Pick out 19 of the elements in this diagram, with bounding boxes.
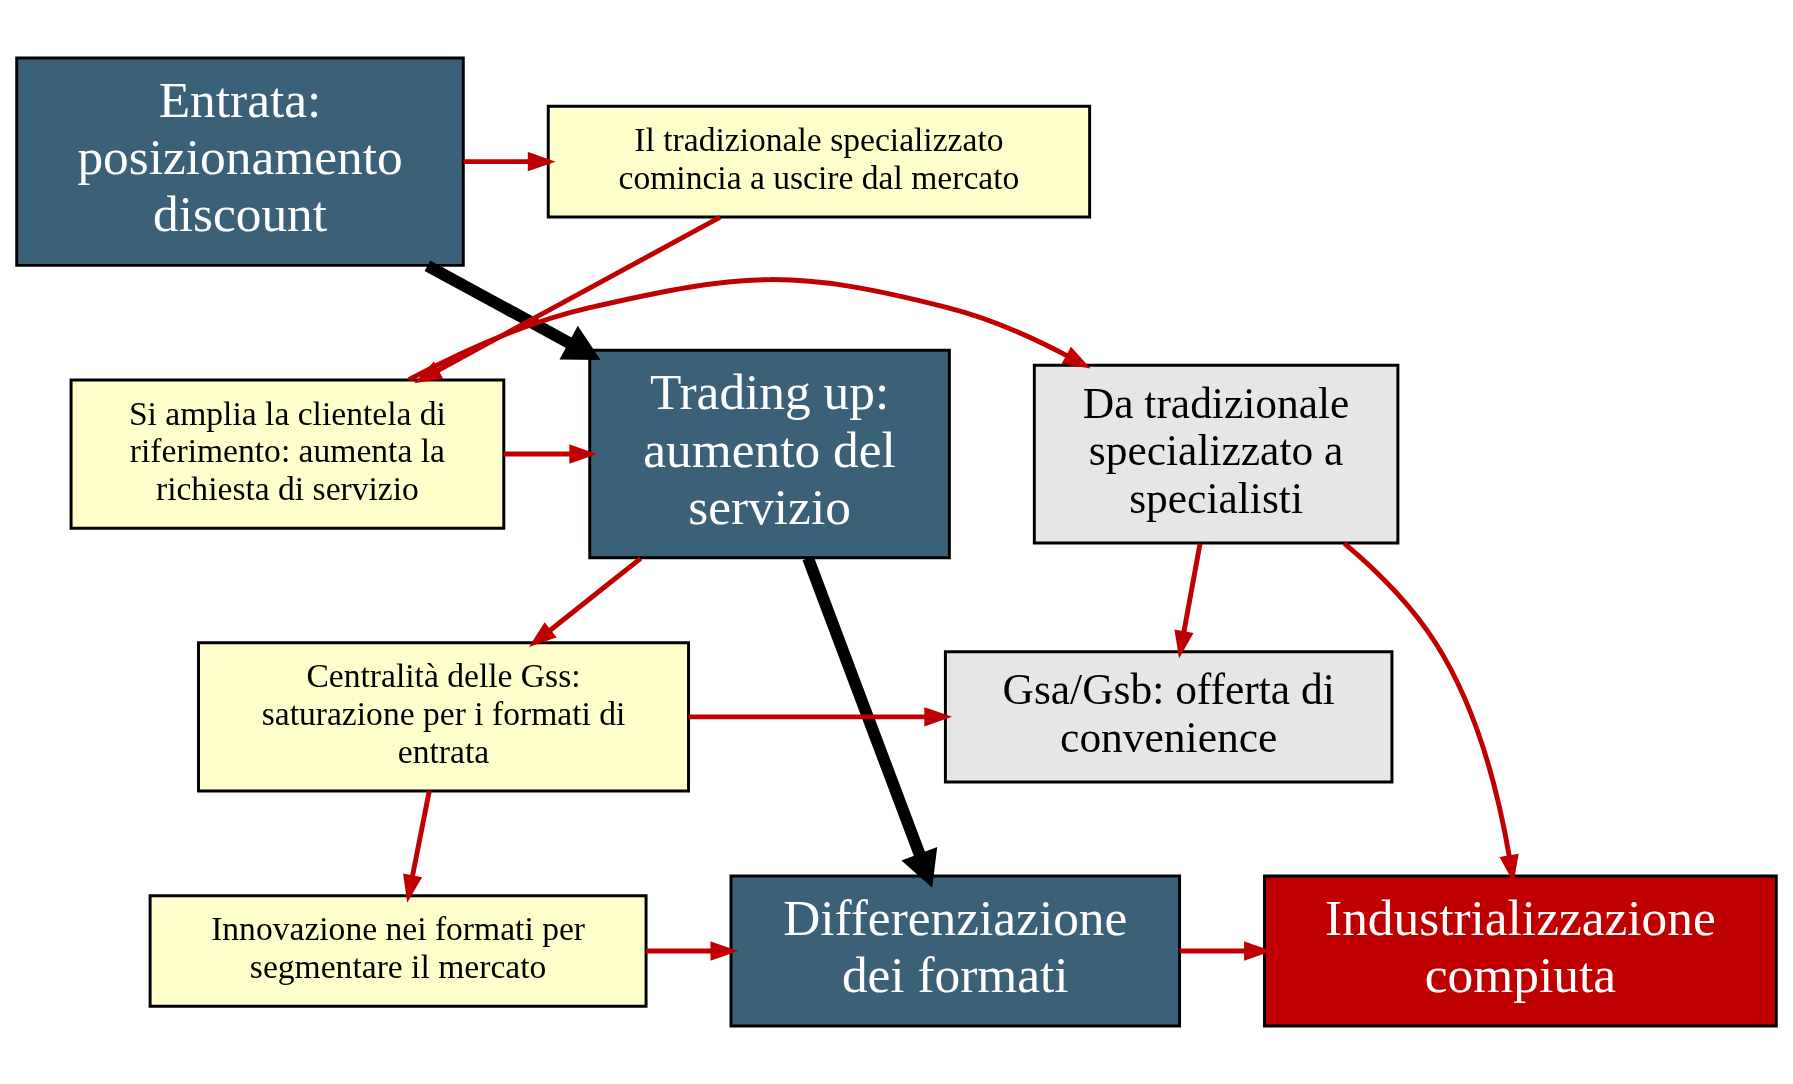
node-box: Centralità delle Gss: saturazione per i formati di entrata	[197, 641, 690, 793]
arrow	[528, 556, 643, 648]
node-box: Gsa/Gsb: offerta di convenience	[943, 650, 1394, 784]
arrow	[1174, 543, 1203, 659]
node-box: Industrializzazione compiuta	[1263, 874, 1778, 1028]
node-box: Differenziazione dei formati	[729, 874, 1182, 1028]
node-box: Da tradizionale specializzato a specialisti	[1032, 363, 1400, 545]
node-box: Si amplia la clientela di riferimento: aumenta la richiesta di servizio	[69, 378, 506, 530]
arrow	[688, 707, 953, 727]
arrow	[802, 556, 938, 888]
node-box: Trading up: aumento del servizio	[588, 348, 951, 560]
node-box: Il tradizionale specializzato comincia a uscire dal mercato	[546, 104, 1092, 219]
node-box: Innovazione nei formati per segmentare il mercato	[148, 894, 648, 1008]
arrow	[424, 260, 601, 361]
arrow	[403, 790, 432, 903]
arrow	[504, 444, 598, 464]
node-box: Entrata: posizionamento discount	[15, 56, 465, 267]
arrow	[463, 151, 556, 172]
arrow	[646, 941, 739, 961]
